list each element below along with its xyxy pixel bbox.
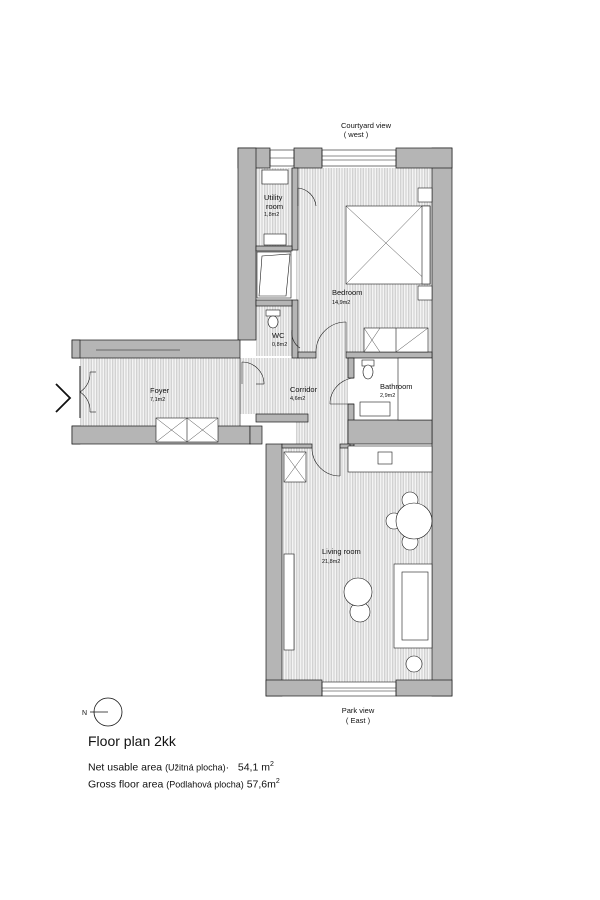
bathtub xyxy=(397,357,433,421)
gross-area-label: Gross floor area xyxy=(88,778,164,790)
top-view-label: Courtyard view xyxy=(341,121,392,130)
coffee-table xyxy=(343,577,373,607)
plan-title: Floor plan 2kk xyxy=(88,733,176,749)
bottom-view-label: Park view xyxy=(342,706,375,715)
furniture xyxy=(155,169,433,673)
utility-room-name-1: Utility xyxy=(264,193,283,202)
bedroom-name: Bedroom xyxy=(332,288,362,297)
bathroom-area: 2,9m2 xyxy=(380,393,395,399)
wc-area: 0,8m2 xyxy=(272,342,287,348)
nightstand xyxy=(417,285,433,301)
compass-north-label: N xyxy=(82,710,87,717)
utility-room-name-2: room xyxy=(266,202,283,211)
kitchen-sink xyxy=(377,451,393,465)
bed-headboard xyxy=(421,205,431,285)
top-view-direction: ( west ) xyxy=(344,130,369,139)
gross-area-note: (Podlahová plocha) xyxy=(166,779,244,789)
wc-bowl xyxy=(267,315,279,329)
net-area-label: Net usable area xyxy=(88,761,163,774)
side-table xyxy=(405,655,423,673)
corridor-name: Corridor xyxy=(290,385,318,394)
utility-unit xyxy=(263,233,287,246)
dining-table xyxy=(395,502,433,540)
gross-area-row: Gross floor area (Podlahová plocha) 57,6… xyxy=(88,775,408,792)
net-area-row: Net usable area (Užitná plocha)· 54,1 m2 xyxy=(88,761,274,774)
wc-name: WC xyxy=(272,331,285,340)
tv-shelf xyxy=(283,553,295,651)
foyer-name: Foyer xyxy=(150,386,170,395)
north-compass: N xyxy=(82,697,123,727)
bathroom-toilet xyxy=(362,364,374,380)
bottom-view-direction: ( East ) xyxy=(346,716,371,725)
windows xyxy=(96,149,397,697)
corridor-area: 4,6m2 xyxy=(290,396,305,402)
nightstand xyxy=(417,187,433,203)
wc-tank xyxy=(265,309,281,317)
net-area-unit: 2 xyxy=(269,761,274,768)
living-room-name: Living room xyxy=(322,547,361,556)
legend: Floor plan 2kk Net usable area (Užitná p… xyxy=(88,733,408,791)
net-area-note: (Užitná plocha) xyxy=(165,762,226,773)
foyer-area: 7,1m2 xyxy=(150,397,165,403)
bathroom-sink xyxy=(359,401,391,417)
net-area-value: 54,1 m xyxy=(237,761,270,774)
entrance-arrow-icon xyxy=(55,383,72,413)
bathroom-name: Bathroom xyxy=(380,382,413,391)
bedroom-area: 14,9m2 xyxy=(332,300,350,306)
doors xyxy=(79,187,355,477)
utility-room-area: 1,8m2 xyxy=(264,212,279,218)
gross-area-value: 57,6m xyxy=(246,778,276,790)
gross-area-unit: 2 xyxy=(275,777,280,785)
washing-machine xyxy=(261,169,289,185)
living-room-area: 21,8m2 xyxy=(322,559,340,565)
